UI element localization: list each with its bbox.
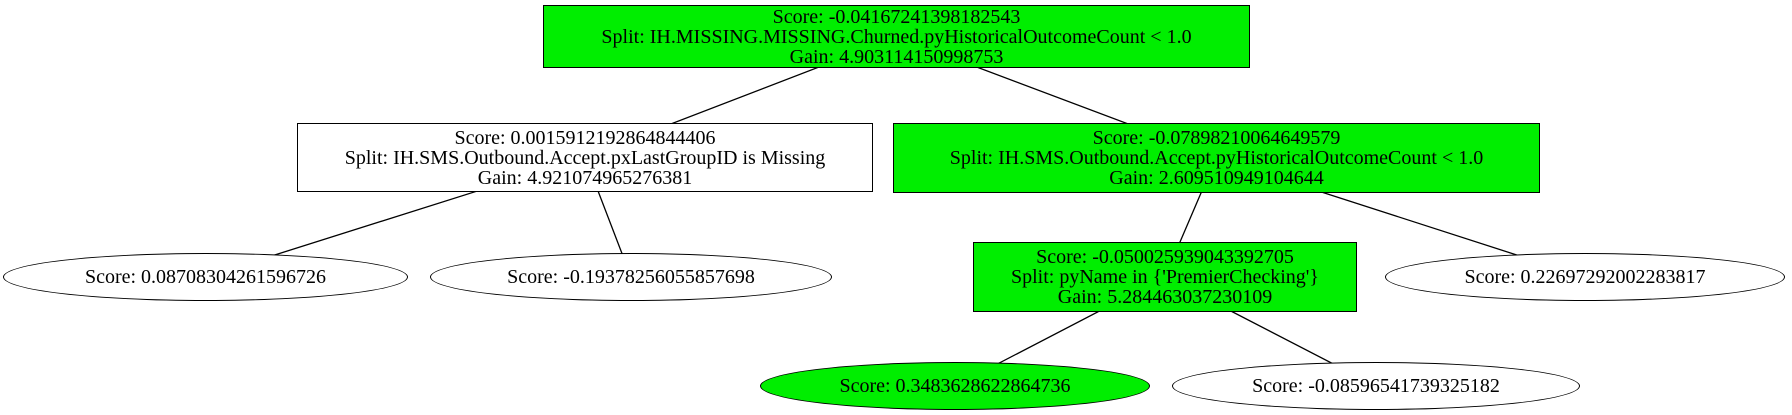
node-split-text: Split: IH.SMS.Outbound.Accept.pxLastGrou… (344, 146, 826, 169)
tree-leaf-node: Score: 0.22697292002283817 (1385, 253, 1785, 301)
tree-leaf-node: Score: -0.08596541739325182 (1172, 362, 1580, 410)
node-score-text: Score: -0.08596541739325182 (1252, 375, 1500, 397)
tree-leaf-node: Score: 0.08708304261596726 (3, 253, 408, 301)
node-split-text: Split: pyName in {'PremierChecking'} (1010, 266, 1320, 288)
node-score-text: Score: 0.22697292002283817 (1464, 266, 1706, 288)
tree-node-split-premier-checking: Score: -0.050025939043392705 Split: pyNa… (973, 242, 1357, 312)
node-gain-text: Gain: 4.903114150998753 (789, 45, 1004, 68)
node-gain-text: Gain: 2.609510949104644 (1109, 167, 1324, 189)
tree-node-split-left: Score: 0.0015912192864844406 Split: IH.S… (297, 123, 873, 192)
node-gain-text: Gain: 5.284463037230109 (1057, 286, 1273, 308)
node-score-text: Score: -0.19378256055857698 (507, 266, 755, 288)
node-score-text: Score: -0.07898210064649579 (1092, 127, 1341, 149)
node-score-text: Score: 0.0015912192864844406 (454, 126, 716, 149)
node-score-text: Score: -0.050025939043392705 (1036, 246, 1294, 268)
node-split-text: Split: IH.MISSING.MISSING.Churned.pyHist… (601, 25, 1192, 48)
tree-node-split-right: Score: -0.07898210064649579 Split: IH.SM… (893, 123, 1540, 193)
node-score-text: Score: 0.3483628622864736 (839, 375, 1071, 397)
tree-leaf-node-highlighted: Score: 0.3483628622864736 (760, 362, 1150, 410)
tree-leaf-node: Score: -0.19378256055857698 (430, 253, 832, 301)
node-score-text: Score: 0.08708304261596726 (84, 266, 327, 288)
tree-node-root-split: Score: -0.04167241398182543 Split: IH.MI… (543, 5, 1250, 68)
node-gain-text: Gain: 4.921074965276381 (477, 166, 693, 189)
node-score-text: Score: -0.04167241398182543 (772, 5, 1021, 28)
node-split-text: Split: IH.SMS.Outbound.Accept.pyHistoric… (949, 147, 1484, 169)
